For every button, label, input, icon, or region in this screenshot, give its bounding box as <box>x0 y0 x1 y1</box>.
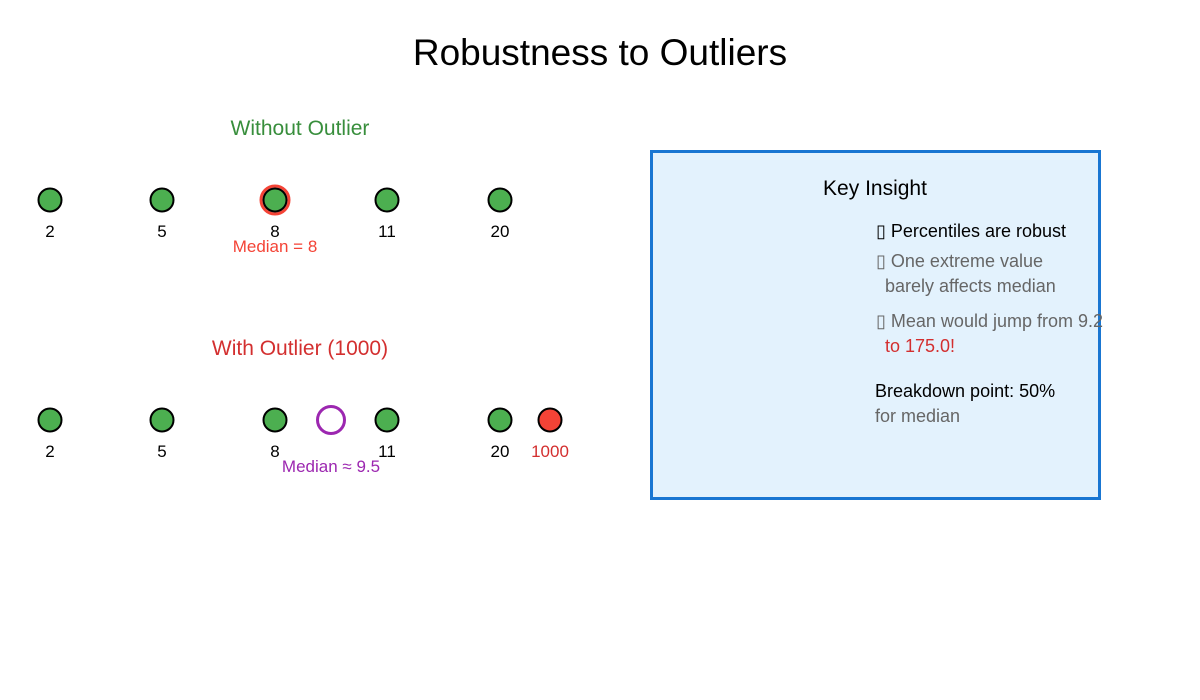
data-point <box>37 187 63 213</box>
breakdown-point: Breakdown point: 50% <box>875 381 1056 401</box>
point-label: 5 <box>157 222 167 241</box>
point-label: 11 <box>378 222 396 241</box>
breakdown-point-note: for median <box>875 406 961 426</box>
insight-bullet: ▯ Mean would jump from 9.2 <box>876 311 1104 331</box>
point-label: 11 <box>378 442 396 461</box>
insight-bullet: ▯ One extreme value <box>876 251 1043 271</box>
point-label: 20 <box>490 442 510 461</box>
median-marker <box>316 405 346 435</box>
point-label: 2 <box>45 222 55 241</box>
data-point <box>37 407 63 433</box>
data-point <box>487 407 513 433</box>
insight-title: Key Insight <box>823 177 927 200</box>
point-label: 8 <box>270 442 280 461</box>
point-label: 2 <box>45 442 55 461</box>
data-point <box>262 407 288 433</box>
key-insight-panel <box>650 150 1101 500</box>
median-label: Median ≈ 9.5 <box>281 457 381 476</box>
point-label: 20 <box>490 222 510 241</box>
page-title: Robustness to Outliers <box>412 32 788 73</box>
median-highlight-ring <box>259 184 291 216</box>
point-label: 5 <box>157 442 167 461</box>
data-point <box>149 187 175 213</box>
insight-bullet-cont: barely affects median <box>885 276 1056 296</box>
outlier-label: 1000 <box>531 442 569 461</box>
data-point-median <box>262 187 288 213</box>
with-outlier-title: With Outlier (1000) <box>211 337 389 360</box>
data-point <box>487 187 513 213</box>
insight-bullet-cont: to 175.0! <box>885 336 956 356</box>
data-point <box>374 407 400 433</box>
median-label: Median = 8 <box>232 237 318 256</box>
data-point <box>149 407 175 433</box>
data-point <box>374 187 400 213</box>
without-outlier-title: Without Outlier <box>230 117 370 140</box>
point-label: 8 <box>270 222 280 241</box>
outlier-point <box>537 407 563 433</box>
insight-bullet: ▯ Percentiles are robust <box>876 221 1066 241</box>
